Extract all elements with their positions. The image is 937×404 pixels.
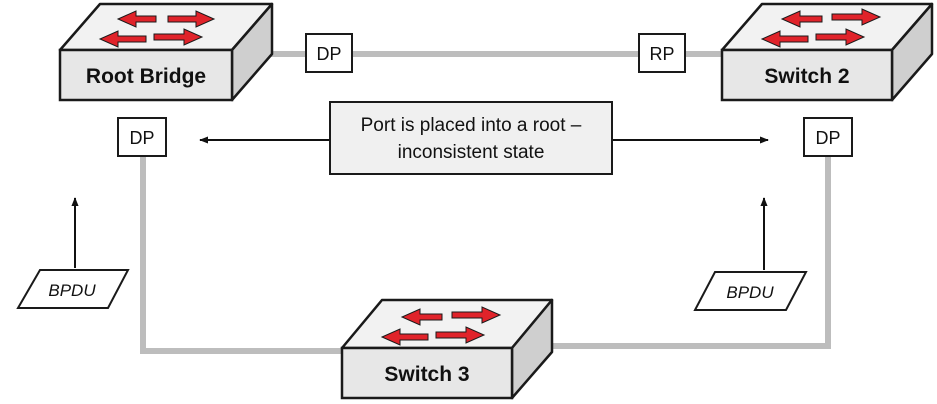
note-line-2: inconsistent state — [398, 142, 545, 163]
port-switch2-west: RP — [638, 33, 686, 73]
port-root-east: DP — [305, 33, 353, 73]
port-label: DP — [316, 44, 341, 64]
bpdu-right: BPDU — [693, 197, 808, 311]
bpdu-left: BPDU — [16, 197, 130, 309]
network-switch-icon — [380, 306, 502, 346]
bpdu-frame — [693, 271, 808, 311]
note-box — [329, 101, 613, 175]
network-switch-icon — [98, 10, 216, 48]
link-switch2-switch3 — [520, 155, 831, 349]
switch-root-bridge[interactable]: Root Bridge — [58, 2, 274, 102]
bpdu-frame — [16, 269, 130, 309]
switch-front-face — [720, 48, 894, 102]
bpdu-label: BPDU — [726, 283, 774, 302]
switch-label: Switch 2 — [764, 65, 849, 88]
switch-front-face — [340, 346, 514, 400]
switch-2[interactable]: Switch 2 — [720, 2, 934, 102]
network-switch-icon — [760, 8, 882, 48]
note-line-1: Port is placed into a root – — [361, 115, 582, 136]
port-label: DP — [815, 128, 840, 148]
root-inconsistent-note: Port is placed into a root – inconsisten… — [199, 101, 769, 175]
link-root-switch3 — [140, 155, 352, 354]
switch-front-face — [58, 48, 234, 102]
switch-label: Root Bridge — [86, 65, 206, 88]
switch-3[interactable]: Switch 3 — [340, 298, 554, 400]
switch-label: Switch 3 — [384, 363, 469, 386]
port-root-south: DP — [117, 117, 167, 157]
port-label: RP — [649, 44, 674, 64]
port-switch2-south: DP — [803, 117, 853, 157]
bpdu-label: BPDU — [48, 281, 96, 300]
port-label: DP — [129, 128, 154, 148]
